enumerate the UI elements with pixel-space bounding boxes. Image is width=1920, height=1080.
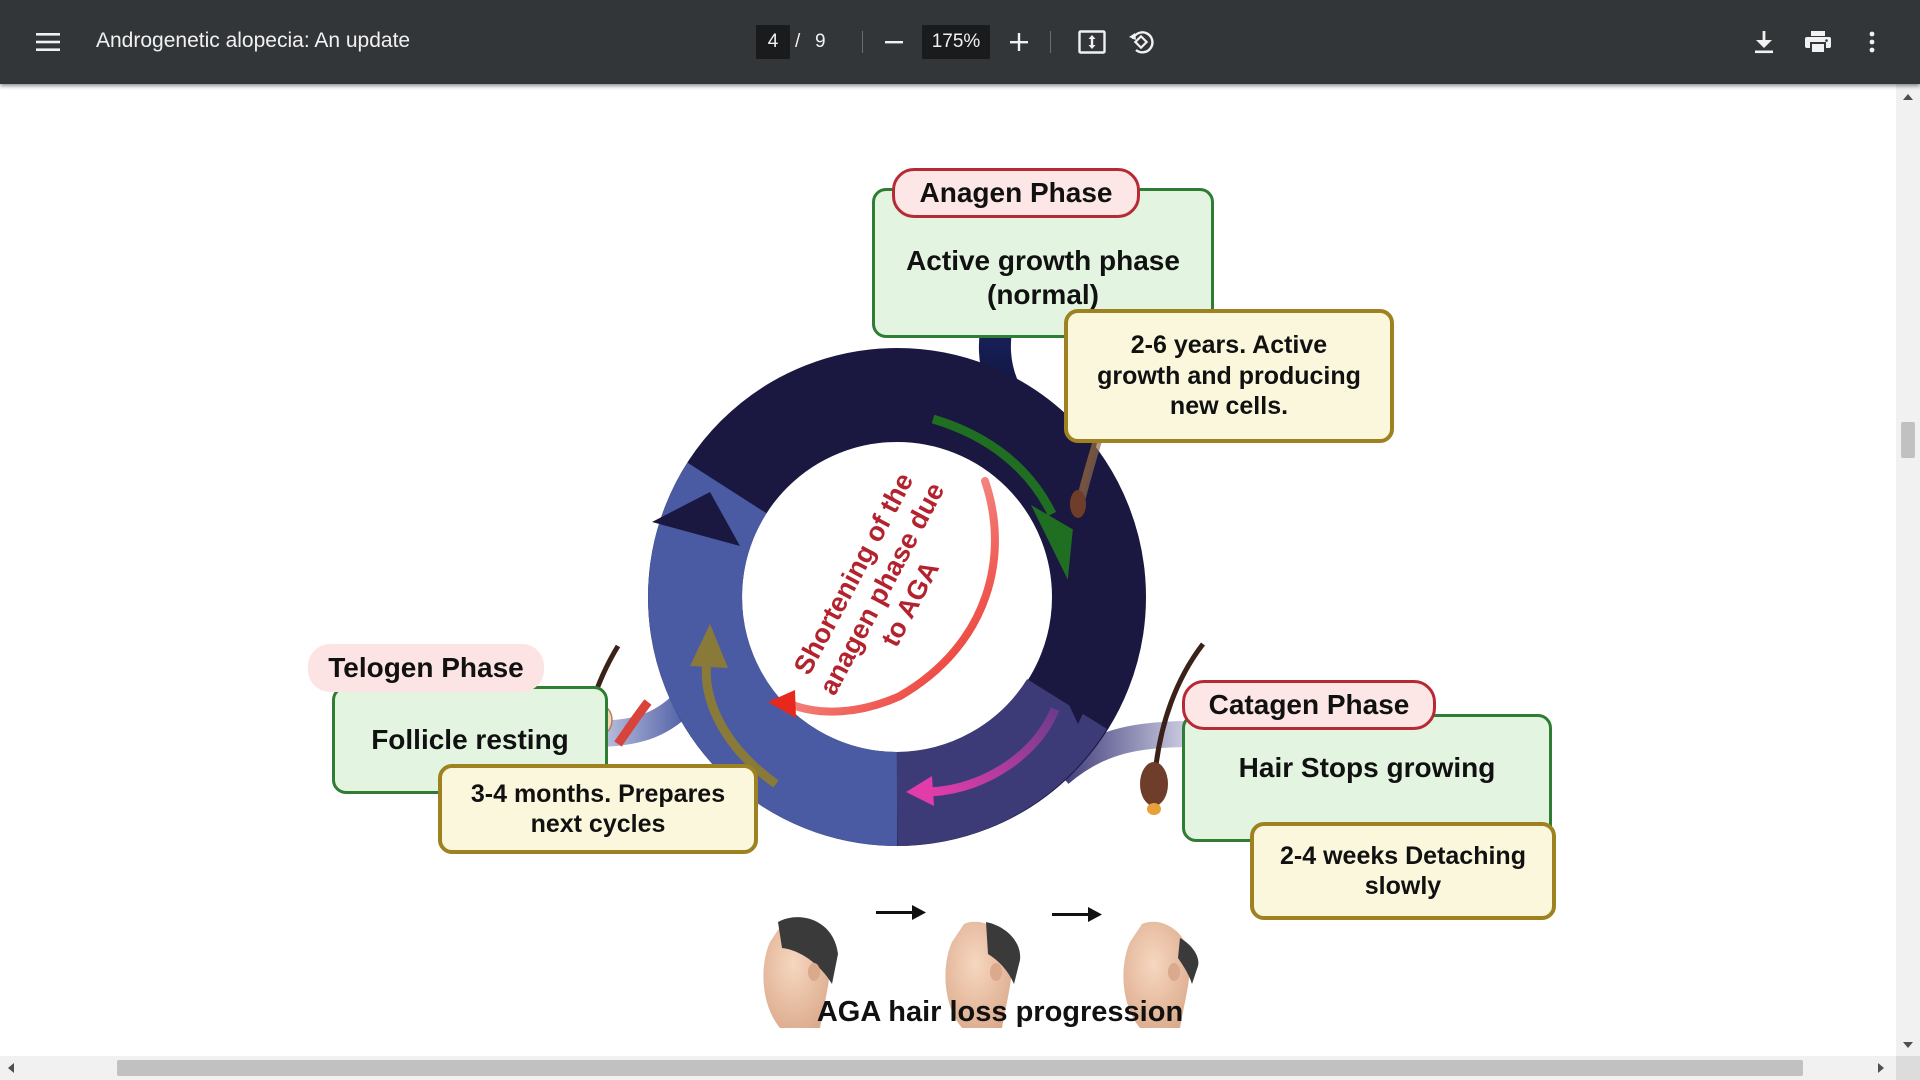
plus-icon (1010, 33, 1028, 51)
horizontal-scroll-thumb[interactable] (117, 1060, 1803, 1076)
download-button[interactable] (1742, 20, 1786, 64)
fit-to-page-button[interactable] (1070, 20, 1114, 64)
head-stage-1 (763, 917, 838, 1028)
catagen-detail-box: 2-4 weeks Detaching slowly (1250, 822, 1556, 920)
fit-page-icon (1078, 30, 1106, 54)
telogen-detail-line2: next cycles (530, 810, 666, 838)
head-stage-3 (1123, 921, 1199, 1028)
progression-caption: AGA hair loss progression (816, 996, 1184, 1028)
zoom-in-button[interactable] (997, 20, 1041, 64)
telogen-detail-line1: 3-4 months. Prepares (470, 779, 726, 808)
page-separator: / (795, 31, 801, 52)
anagen-detail-line2: growth and producing (1097, 361, 1361, 390)
catagen-detail-line1: 2-4 weeks Detaching (1280, 841, 1526, 870)
scrollbar-corner (1896, 1056, 1920, 1080)
toolbar-divider (1050, 31, 1051, 53)
telogen-detail-box: 3-4 months. Prepares next cycles (438, 764, 758, 854)
scroll-right-arrow-icon[interactable] (1878, 1063, 1884, 1073)
more-actions-button[interactable] (1850, 20, 1894, 64)
telogen-desc: Follicle resting (371, 723, 569, 755)
catagen-desc: Hair Stops growing (1238, 751, 1496, 783)
scroll-left-arrow-icon[interactable] (8, 1063, 14, 1073)
document-title: Androgenetic alopecia: An update (96, 29, 411, 52)
catagen-detail-line2: slowly (1364, 872, 1442, 900)
telogen-phase-label: Telogen Phase (308, 644, 544, 692)
head-stage-2 (945, 921, 1021, 1028)
page-total: 9 (815, 31, 826, 52)
scroll-down-arrow-icon[interactable] (1903, 1042, 1913, 1048)
toolbar-divider (862, 31, 863, 53)
catagen-phase-label: Catagen Phase (1182, 680, 1436, 730)
anagen-desc-line1: Active growth phase (906, 244, 1180, 276)
hair-cycle-figure: Shortening of the anagen phase due to AG… (0, 84, 1896, 1056)
rotate-icon (1129, 31, 1154, 54)
download-icon (1755, 31, 1773, 54)
green-arrow (931, 414, 1057, 516)
cycle-center (747, 447, 1047, 747)
magenta-arrow (929, 707, 1060, 797)
shortening-arrow (786, 477, 999, 716)
anagen-detail-line1: 2-6 years. Active (1130, 331, 1328, 360)
progression-arrow-2 (1052, 907, 1102, 922)
anagen-phase-label: Anagen Phase (892, 168, 1140, 218)
zoom-out-button[interactable] (872, 20, 916, 64)
catagen-hair-illustration (1140, 642, 1205, 815)
hair-cycle-diagram: Shortening of the anagen phase due to AG… (561, 263, 1205, 1028)
print-button[interactable] (1796, 20, 1840, 64)
minus-icon (885, 41, 903, 44)
zoom-level-input[interactable] (922, 25, 990, 59)
vertical-scrollbar[interactable] (1896, 84, 1920, 1056)
horizontal-scrollbar[interactable] (0, 1056, 1920, 1080)
anagen-detail-line3: new cells. (1169, 392, 1289, 421)
anagen-desc-line2: (normal) (987, 279, 1099, 310)
anagen-detail-box: 2-6 years. Active growth and producing n… (1064, 309, 1394, 443)
vertical-scroll-thumb[interactable] (1901, 422, 1915, 458)
scroll-up-arrow-icon[interactable] (1903, 94, 1913, 100)
rotate-button[interactable] (1119, 20, 1163, 64)
gold-arrow (701, 653, 779, 788)
more-vert-icon (1869, 31, 1875, 53)
menu-button[interactable] (26, 20, 70, 64)
pdf-viewer[interactable]: Shortening of the anagen phase due to AG… (0, 84, 1896, 1056)
progression-arrow-1 (876, 905, 926, 920)
page-number-input[interactable] (756, 25, 790, 59)
hamburger-icon (36, 33, 60, 51)
pdf-toolbar: Androgenetic alopecia: An update / 9 (0, 0, 1920, 84)
print-icon (1805, 31, 1831, 54)
